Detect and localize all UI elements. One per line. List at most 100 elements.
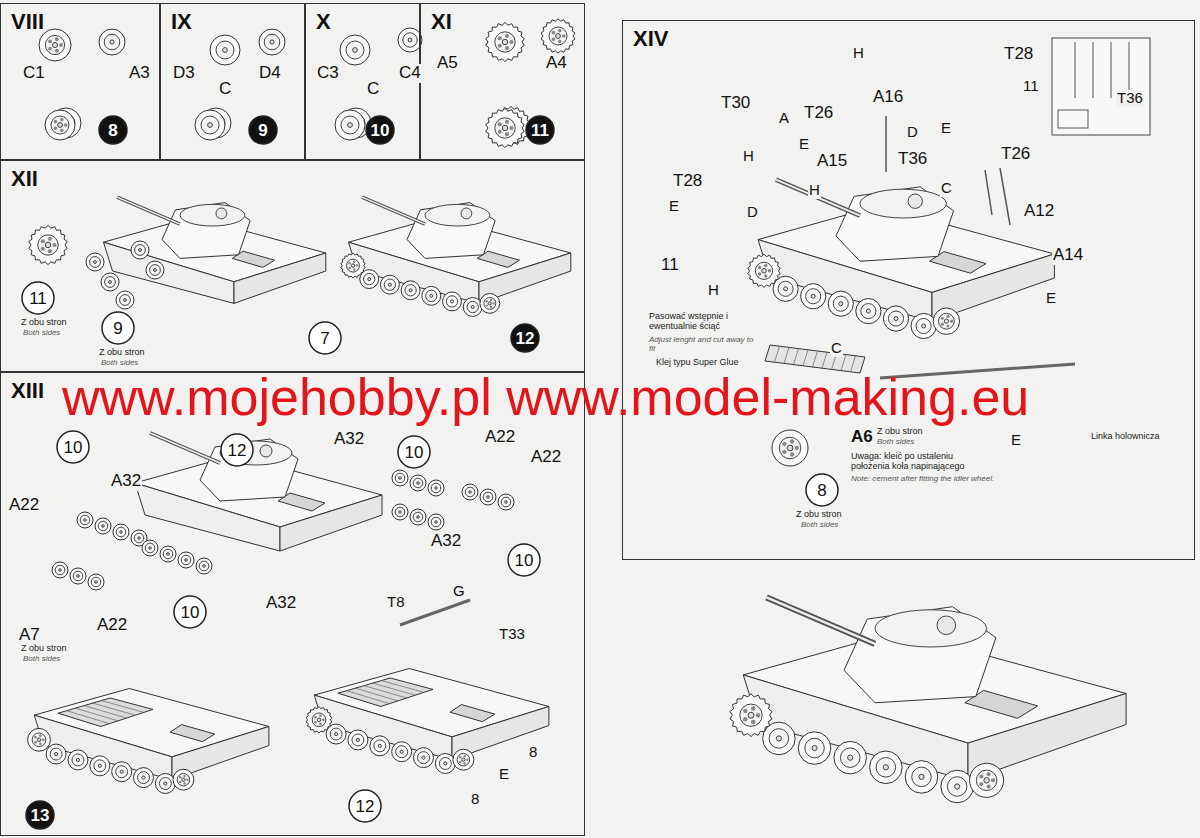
wheel-part [90, 756, 110, 776]
wheel-hub [50, 748, 62, 760]
wheel-rim [335, 110, 365, 140]
callout-number: 12 [516, 330, 535, 347]
wheel-part [828, 291, 853, 316]
part-label: D4 [258, 64, 282, 83]
wheel-rim [210, 35, 240, 65]
wheel-hole [562, 34, 566, 38]
wheel-hub [755, 262, 772, 279]
wheel-hub [740, 704, 762, 726]
wheel-hub [916, 318, 931, 333]
engine-grille [338, 678, 433, 707]
wheel-axle [203, 565, 206, 568]
note-text: Uwaga: kleić po ustaleniu położenia koła… [850, 452, 992, 472]
track-link [841, 355, 846, 371]
wheel-hub [159, 778, 171, 790]
wheel-hole [319, 714, 322, 717]
callout-circle: 10 [397, 435, 431, 469]
wheel-hole [459, 761, 462, 764]
wheel-hole [498, 130, 502, 134]
wheel-part [146, 261, 164, 279]
wheel-axle [502, 125, 507, 130]
wheel-axle [167, 553, 170, 556]
track-link [822, 352, 827, 368]
grille-slat [84, 706, 127, 718]
wheel-part [259, 29, 285, 55]
wheel-hole [991, 778, 995, 782]
wheel-hub [457, 753, 470, 766]
wheel-part [480, 489, 496, 505]
wheel-hub [413, 478, 423, 488]
wheel-hub [426, 290, 437, 301]
wheel-part [99, 29, 125, 55]
wheel-part [463, 298, 482, 317]
wheel-hole [490, 299, 492, 301]
wheel-axle [811, 294, 815, 298]
part-label: T30 [720, 94, 751, 113]
wheel-hub [374, 740, 386, 752]
engine-grille [58, 698, 153, 727]
callout-circle: 8 [805, 473, 839, 507]
wheel-hole [459, 756, 462, 759]
wheel-rim [463, 298, 482, 317]
wheel-hub [446, 296, 457, 307]
wheel-hole [34, 741, 37, 744]
wheel-axle [839, 302, 843, 306]
wheel-axle [270, 40, 274, 44]
wheel-part [798, 732, 831, 765]
wheel-hole [782, 450, 786, 454]
wheel-axle [368, 278, 371, 281]
gun-barrel-light [362, 197, 425, 224]
callout-number: 12 [356, 798, 375, 815]
wheel-rim [498, 494, 514, 510]
wheel-hole [463, 755, 466, 758]
sprue-part [1058, 110, 1088, 128]
wheel-axle [944, 319, 948, 323]
wheel-hole [751, 720, 755, 724]
wheel-hub [413, 512, 423, 522]
wheel-rim [763, 722, 796, 755]
wheel-hub [976, 770, 996, 790]
callout-circle-outline [249, 116, 277, 144]
note-text: Both sides [22, 655, 61, 664]
turret [407, 203, 495, 259]
wheel-hole [946, 315, 949, 318]
wheel-hub [395, 473, 405, 483]
wheel-axle [102, 525, 105, 528]
wheel-axle [469, 491, 472, 494]
wheel-hub [138, 772, 150, 784]
wheel-part [970, 763, 1004, 797]
wheel-part [113, 524, 129, 540]
part-label: E [940, 120, 952, 137]
wheel-rim [410, 509, 426, 525]
wheel-axle [59, 569, 62, 572]
wheel-hole [558, 29, 562, 33]
note-text: Both sides [22, 329, 61, 338]
wheel-rim [480, 294, 500, 314]
wheel-hole [790, 439, 794, 443]
wheel-rim [95, 518, 111, 534]
rear-grille [170, 725, 215, 742]
wheel-part [335, 110, 365, 140]
wheel-rim [392, 742, 412, 762]
wheel-hub [94, 760, 106, 772]
wheel-rim [428, 514, 444, 530]
wheel-hub [861, 304, 876, 319]
wheel-hub [330, 728, 342, 740]
track-link [775, 346, 780, 362]
sprocket-teeth [486, 108, 525, 147]
wheel-rim [941, 770, 974, 803]
gun-barrel-light [117, 197, 180, 224]
wheel-axle [984, 778, 989, 783]
note-text: Both sides [100, 359, 139, 368]
wheel-hole [751, 706, 755, 710]
wheel-axle [435, 487, 438, 490]
wheel-rim [428, 480, 444, 496]
wheel-hub [418, 752, 430, 764]
wheel-hub [364, 273, 375, 284]
wheel-part [870, 751, 903, 784]
callout-circle: 9 [248, 115, 278, 145]
wheel-hub [104, 34, 120, 50]
grille-slat [381, 680, 424, 692]
wheel-axle [399, 477, 402, 480]
wheel-hub [549, 27, 567, 45]
